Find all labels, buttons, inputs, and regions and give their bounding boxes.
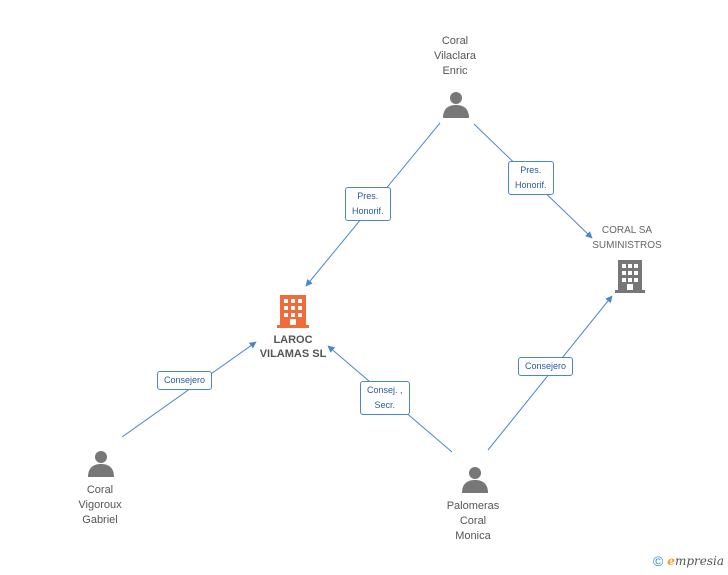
node-label-line: LAROC [273, 334, 313, 346]
node-label-line: Monica [455, 530, 491, 542]
node-label-vilaclara[interactable]: Coral Vilaclara Enric [415, 34, 495, 79]
person-icon-palomeras[interactable] [461, 465, 489, 493]
node-label-vigoroux[interactable]: Coral Vigoroux Gabriel [60, 483, 140, 528]
node-label-line: Vigoroux [78, 499, 122, 511]
node-label-line: CORAL SA [601, 225, 653, 236]
node-label-line: Coral [86, 484, 114, 496]
node-label-line: Palomeras [446, 500, 500, 512]
node-label-line: Coral [459, 515, 487, 527]
node-label-suministros[interactable]: CORAL SA SUMINISTROS [582, 223, 672, 253]
node-label-line: Coral [441, 35, 469, 47]
edge-label-line: Pres. [520, 165, 542, 175]
node-label-line: VILAMAS SL [259, 348, 327, 360]
node-label-line: SUMINISTROS [592, 240, 662, 251]
node-label-palomeras[interactable]: Palomeras Coral Monica [433, 499, 513, 544]
node-label-laroc[interactable]: LAROC VILAMAS SL [243, 333, 343, 361]
edge-label-vilaclara-to-laroc[interactable]: Pres. Honorif. [345, 187, 391, 221]
edge-label-line: Honorif. [515, 180, 547, 190]
building-icon-laroc[interactable] [277, 294, 309, 328]
node-label-line: Gabriel [82, 514, 118, 526]
building-icon-suministros[interactable] [615, 259, 645, 293]
edge-label-palomeras-to-suministros[interactable]: Consejero [518, 357, 574, 376]
node-label-line: Vilaclara [434, 50, 476, 62]
brand-first-letter: e [667, 554, 675, 568]
edge-label-vilaclara-to-suministros[interactable]: Pres. Honorif. [508, 161, 554, 195]
edge-label-line: Pres. [357, 191, 379, 201]
edge-label-vigoroux-to-laroc[interactable]: Consejero [157, 371, 213, 390]
footer-watermark: © empresia [653, 553, 724, 569]
brand-rest: mpresia [674, 554, 724, 568]
edge-label-line: Consejero [164, 375, 206, 385]
node-label-line: Enric [442, 65, 468, 77]
edge-label-line: Secr. [374, 400, 396, 410]
edge-label-line: Honorif. [352, 206, 384, 216]
brand-logo: empresia [667, 554, 724, 568]
person-icon-vigoroux[interactable] [87, 449, 115, 477]
edge-label-line: Consejero [525, 361, 567, 371]
edge-label-line: Consej. , [367, 385, 403, 395]
copyright-icon: © [652, 553, 664, 569]
edge-label-palomeras-to-laroc[interactable]: Consej. , Secr. [360, 381, 410, 415]
person-icon-vilaclara[interactable] [442, 90, 470, 118]
